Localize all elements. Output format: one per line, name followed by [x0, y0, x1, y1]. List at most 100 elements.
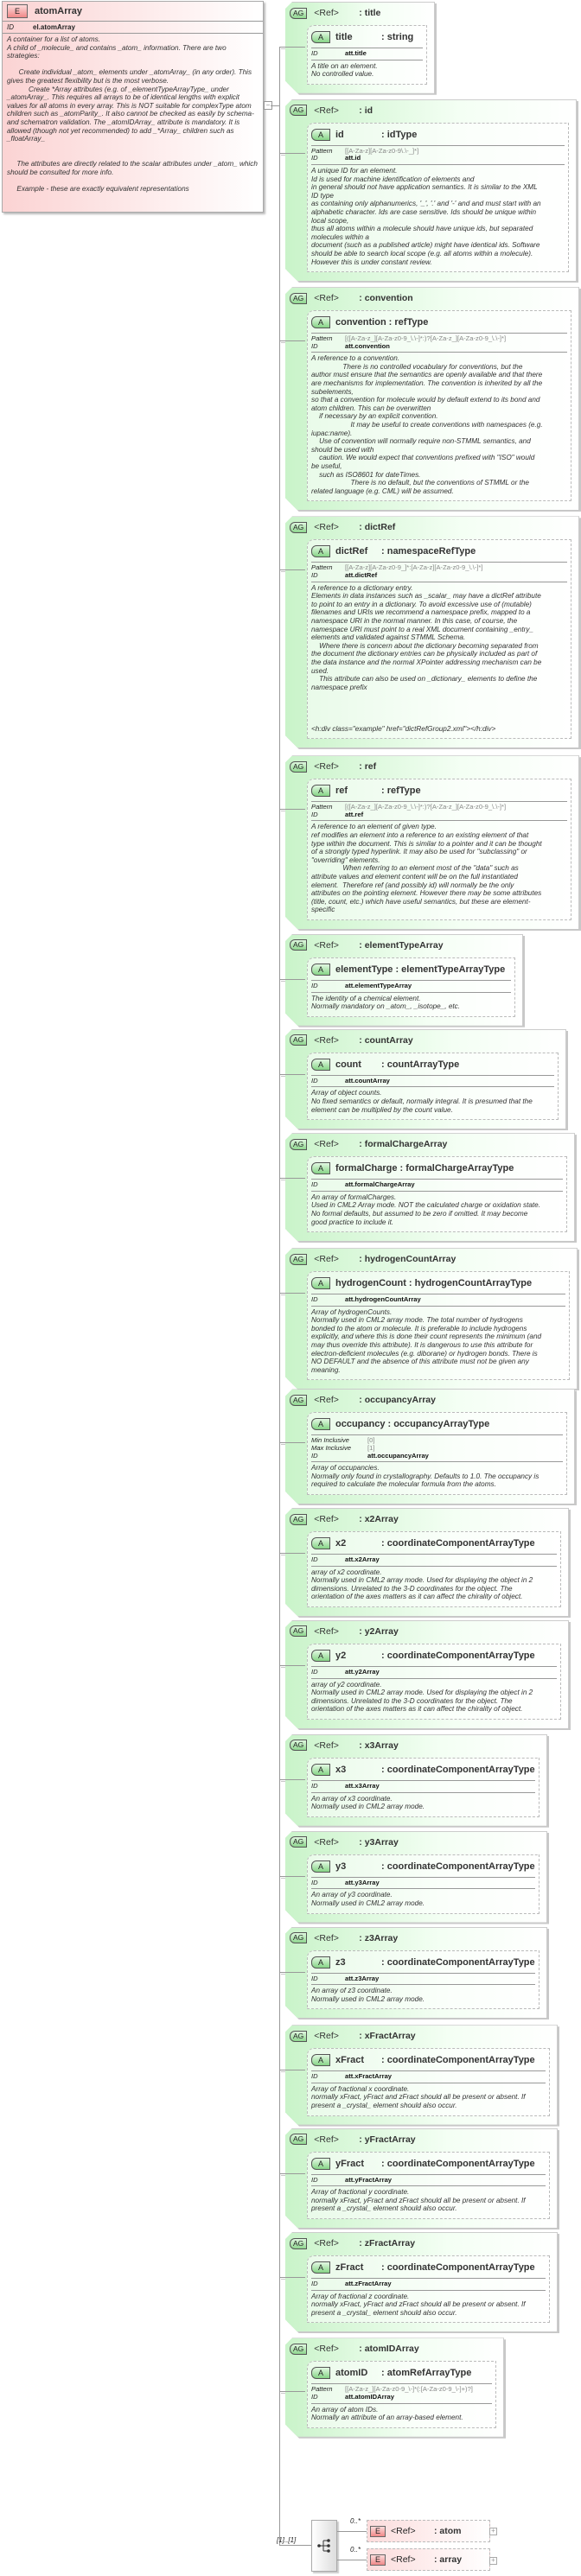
- choice-compositor[interactable]: [311, 2520, 337, 2572]
- attribute-group-name: : z3Array: [359, 1932, 399, 1943]
- property-value: [[A-Za-z][A-Za-z0-9\.\-_]*]: [345, 146, 419, 155]
- element-atomArray[interactable]: E atomArray ID el.atomArray A container …: [2, 1, 264, 213]
- attribute-group-header: AG<Ref>: elementTypeArray: [285, 938, 522, 952]
- attribute-group-badge: AG: [290, 2238, 307, 2249]
- element-ref-array[interactable]: E <Ref> : array: [367, 2548, 490, 2571]
- expand-array-button[interactable]: +: [489, 2557, 497, 2565]
- ref-name: : array: [434, 2554, 463, 2565]
- attribute-group-name: : title: [359, 8, 381, 18]
- attribute-name: zFract: [335, 2262, 364, 2274]
- property-label: ID: [311, 2393, 318, 2401]
- attribute-name: y2: [335, 1650, 347, 1661]
- attribute-group-header: AG<Ref>: dictRef: [285, 520, 578, 534]
- attribute-description: An array of x3 coordinate. Normally used…: [311, 1794, 425, 1811]
- attribute-name: z3: [335, 1956, 346, 1968]
- property-value: [[A-Za-z][A-Za-z0-9_]*:[A-Za-z][A-Za-z0-…: [345, 563, 483, 572]
- attribute-group-header: AG<Ref>: hydrogenCountArray: [285, 1252, 577, 1266]
- connector-line: [279, 340, 305, 342]
- attribute-properties: Pattern[[A-Za-z][A-Za-z0-9_]*:[A-Za-z][A…: [311, 562, 567, 582]
- connector-line: [279, 1073, 305, 1075]
- attribute-badge: A: [311, 2158, 330, 2170]
- attribute-group-name: : dictRef: [359, 522, 396, 533]
- element-ref-atom[interactable]: E <Ref> : atom: [367, 2520, 490, 2542]
- ref-label: <Ref>: [314, 1139, 339, 1150]
- attribute-type: : countArrayType: [381, 1059, 460, 1070]
- attribute-description: A reference to a dictionary entry. Eleme…: [311, 583, 542, 733]
- expand-atom-button[interactable]: +: [489, 2528, 497, 2535]
- attribute-badge: A: [311, 1860, 330, 1873]
- attribute-badge: A: [311, 964, 330, 976]
- attribute-group-header: AG<Ref>: xFractArray: [285, 2029, 557, 2043]
- attribute-group-header: AG<Ref>: atomIDArray: [285, 2342, 503, 2356]
- ref-label: <Ref>: [314, 1625, 339, 1637]
- attribute-group-name: : elementTypeArray: [359, 939, 444, 951]
- property-label: ID: [311, 1076, 318, 1084]
- ref-label: <Ref>: [314, 1740, 339, 1751]
- attribute-group-name: : formalChargeArray: [359, 1139, 448, 1150]
- attribute-group-header: AG<Ref>: title: [285, 6, 434, 20]
- attribute-type: : refType: [381, 786, 421, 797]
- attribute-group-name: : x2Array: [359, 1514, 399, 1524]
- property-row: Max Inclusive[1]: [311, 1445, 563, 1453]
- attribute-properties: Pattern[([A-Za-z_][A-Za-z0-9_\.\-]*:)?[A…: [311, 801, 567, 821]
- attribute-description: Array of fractional z coordinate. normal…: [311, 2292, 526, 2317]
- element-description: A container for a list of atoms. A child…: [7, 35, 258, 193]
- connector-line: [279, 2545, 311, 2546]
- connector-line: [279, 47, 305, 48]
- attribute-name: x2: [335, 1538, 347, 1549]
- attribute-group-badge: AG: [290, 2134, 307, 2145]
- ref-label: <Ref>: [314, 2134, 339, 2145]
- attribute-type: : refType: [388, 317, 429, 328]
- attribute-badge: A: [311, 1059, 330, 1071]
- property-label: ID: [311, 1451, 318, 1460]
- element-badge: E: [370, 2525, 386, 2537]
